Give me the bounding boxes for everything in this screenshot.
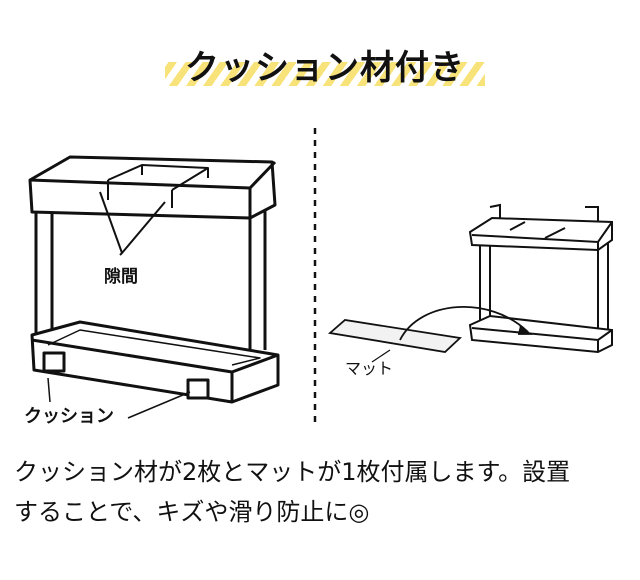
- page-title: クッション材付き: [185, 48, 465, 88]
- description: クッション材が2枚とマットが1枚付属します。設置 することで、キズや滑り防止に◎: [14, 452, 634, 532]
- left-stand-top-tray: [28, 155, 277, 220]
- left-stand-leg-left: [34, 212, 54, 345]
- cushion-pointer-lines: [47, 377, 191, 419]
- description-line-1: クッション材が2枚とマットが1枚付属します。設置: [14, 458, 571, 486]
- left-stand-bottom-tray: [30, 320, 280, 404]
- mat: [327, 306, 533, 363]
- title-banner: クッション材付き: [165, 40, 485, 90]
- mat-arrow-line: [399, 306, 529, 341]
- description-line-2: することで、キズや滑り防止に◎: [14, 498, 370, 526]
- right-stand: [468, 203, 613, 354]
- cushion-pad-left: [42, 351, 66, 373]
- gap-pointer-lines: [99, 191, 166, 256]
- left-stand-leg-right: [248, 210, 267, 355]
- mat-label: マット: [345, 359, 394, 378]
- title-stripe-highlight: [165, 62, 485, 86]
- cushion-label: クッション: [24, 406, 114, 427]
- gap-label: 隙間: [104, 267, 138, 287]
- cushion-pad-right: [186, 378, 210, 400]
